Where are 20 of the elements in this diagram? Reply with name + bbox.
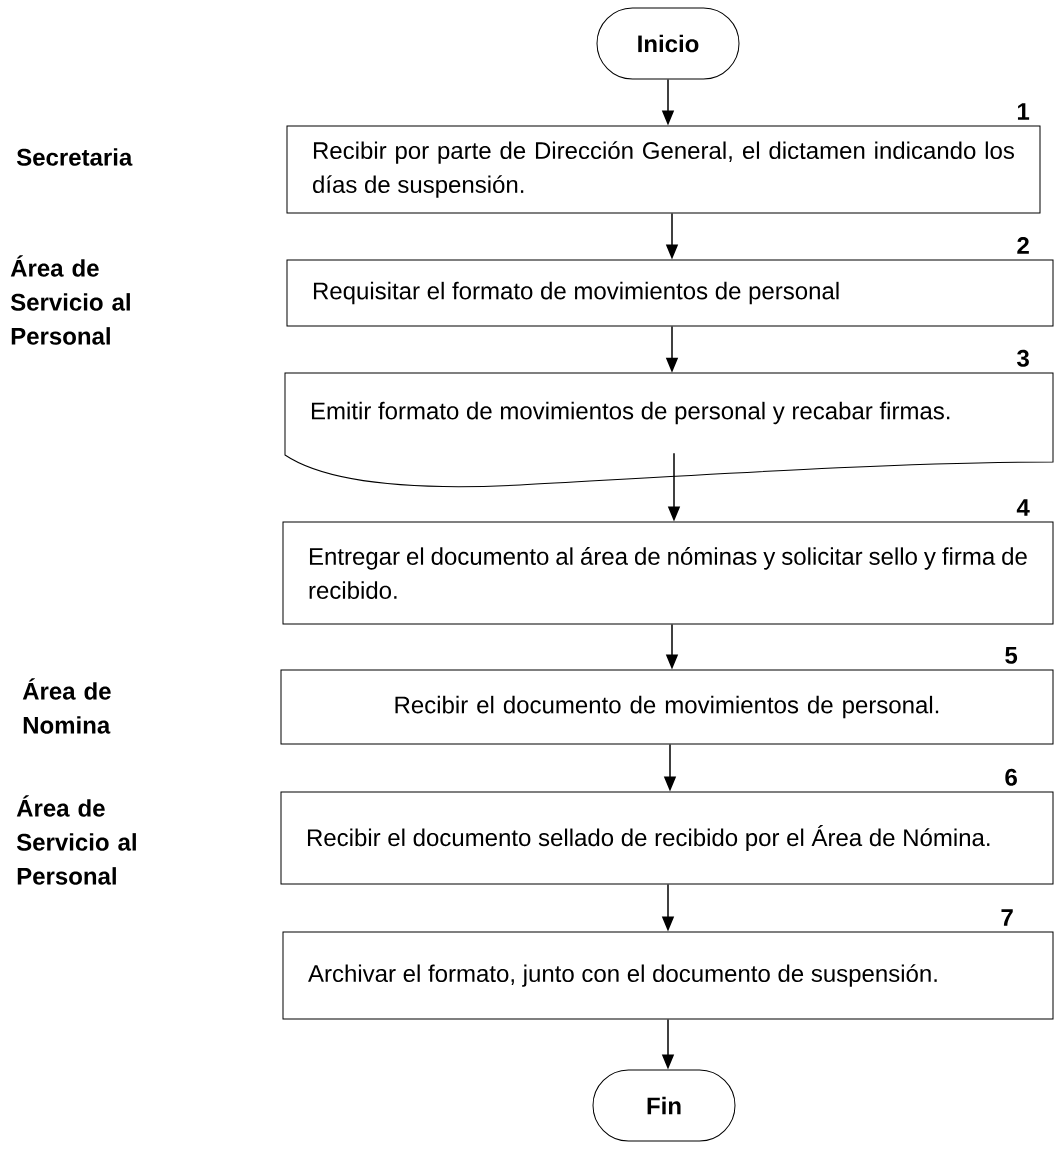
lane-label: Secretaria: [16, 148, 133, 166]
terminator: Inicio: [596, 7, 740, 80]
process-box: Recibir el documento de movimientos de personal.: [280, 669, 1054, 745]
process-box: Entregar el documento al área de nóminas y solicitar sello y firma de recibido.: [282, 521, 1054, 625]
step-number: 4: [1016, 499, 1030, 516]
process-box: Recibir el documento sellado de recibido por el Área de Nómina.: [280, 791, 1054, 885]
step-number: 7: [1001, 909, 1013, 926]
step-number: 5: [1005, 647, 1018, 664]
step-number: 1: [1017, 103, 1030, 120]
lane-label: Área de Servicio al Personal: [16, 795, 136, 885]
document-box: Emitir formato de movimientos de personal y recabar firmas.: [284, 372, 1054, 488]
step-number: 3: [1017, 349, 1029, 367]
step-number: 2: [1017, 237, 1029, 254]
lane-label: Área de Servicio al Personal: [10, 255, 130, 345]
process-box: Requisitar el formato de movimientos de personal: [286, 259, 1054, 327]
step-number: 6: [1005, 768, 1017, 786]
terminator: Fin: [592, 1069, 736, 1142]
process-box: Archivar el formato, junto con el documento de suspensión.: [282, 931, 1054, 1020]
lane-label: Área de Nomina: [22, 678, 111, 734]
process-box: Recibir por parte de Dirección General, el dictamen indicando los días de suspensión.: [286, 125, 1041, 214]
